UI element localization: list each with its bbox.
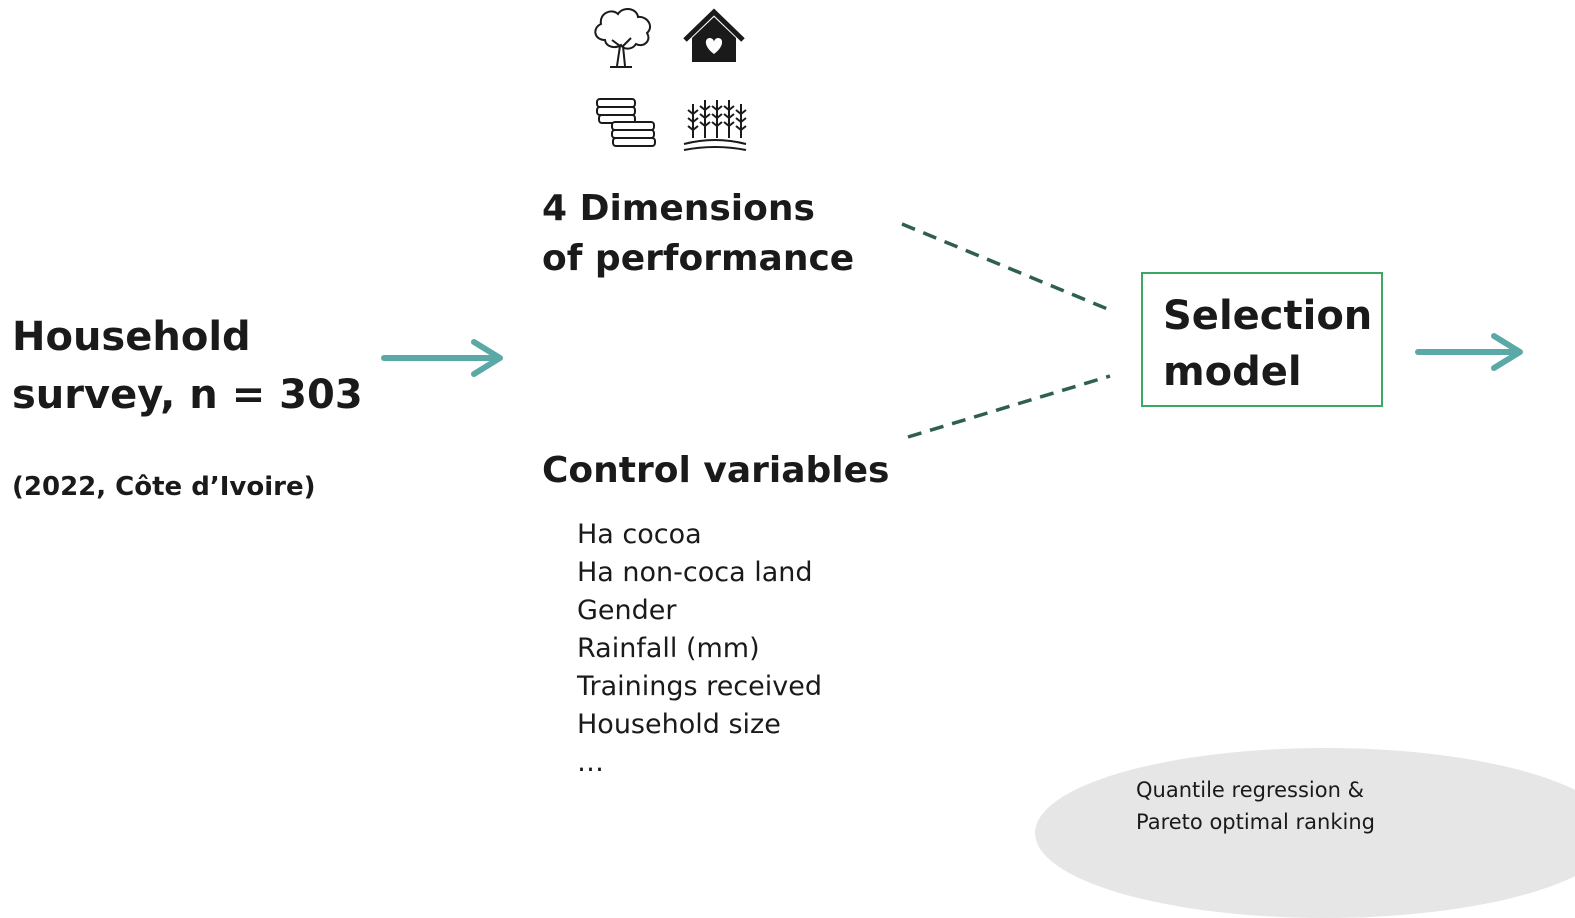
list-item: … [577,747,604,778]
dashed-connector-controls [907,374,1111,439]
dimensions-title: 4 Dimensions of performance [542,188,855,279]
list-item: Ha cocoa [577,519,702,550]
tree-icon [594,8,651,68]
selection-model-label: Selection model [1163,293,1373,395]
list-item: Ha non-coca land [577,557,813,588]
control-variables-list: Ha cocoa Ha non-coca land Gender Rainfal… [577,516,822,782]
list-item: Gender [577,595,677,626]
arrow-selection-to-output [1415,333,1523,371]
control-variables-title: Control variables [542,450,890,491]
selection-model-box: Selection model [1141,272,1383,407]
method-label: Quantile regression & Pareto optimal ran… [1136,778,1375,834]
arrow-survey-to-dimensions [381,339,503,377]
survey-subtitle: (2022, Côte d’Ivoire) [12,472,316,502]
list-item: Household size [577,709,781,740]
coins-icon [596,98,656,147]
list-item: Trainings received [577,671,822,702]
wheat-field-icon [683,100,747,151]
dashed-connector-dimensions [901,222,1111,312]
list-item: Rainfall (mm) [577,633,760,664]
diagram-canvas [381,8,1523,439]
survey-title: Household survey, n = 303 [12,314,363,418]
house-heart-icon [683,8,745,62]
